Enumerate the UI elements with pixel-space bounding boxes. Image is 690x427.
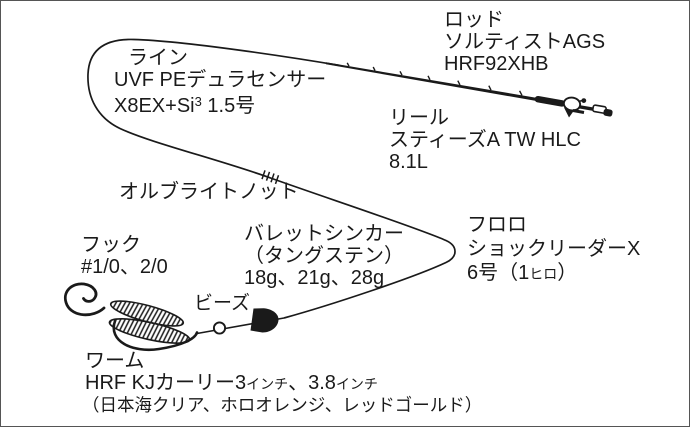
sinker-weights: 18g、21g、28g: [244, 267, 385, 289]
reel-drawing: [562, 96, 587, 118]
hook-label: フック #1/0、2/0: [81, 234, 168, 278]
fishing-line-path: [87, 38, 456, 319]
line-spec: X8EX+Si3 1.5号: [114, 94, 256, 117]
hook-worm-drawing: [64, 282, 199, 352]
reel-model: スティーズA TW HLC: [389, 129, 581, 151]
hook-bend: [112, 319, 199, 352]
superscript-3: 3: [194, 94, 202, 109]
worm-curl-tail: [64, 282, 106, 317]
leader-product: ショックリーダーX: [467, 238, 641, 260]
terminal-tackle-drawing: [196, 308, 285, 335]
line-title: ライン: [128, 47, 188, 69]
albright-knot-marks: [261, 170, 280, 185]
rod-model-line2: HRF92XHB: [444, 53, 549, 75]
reel-handle-knob: [581, 98, 587, 103]
sinker-label: バレットシンカー （タングステン） 18g、21g、28g: [244, 223, 404, 289]
bead-title: ビーズ: [194, 293, 251, 314]
sinker-material: （タングステン）: [244, 245, 404, 267]
knot-title: オルブライトノット: [119, 181, 299, 203]
bead-shape: [212, 321, 227, 335]
rod-model-line1: ソルティストAGS: [444, 31, 606, 53]
bullet-sinker-shape: [250, 308, 279, 333]
worm-body-lower: [108, 318, 191, 344]
reel-gear-ratio: 8.1L: [389, 151, 428, 173]
rod-label: ロッド ソルティストAGS HRF92XHB: [444, 9, 605, 75]
reel-title: リール: [389, 107, 449, 129]
rod-guides: [346, 62, 523, 96]
leader-spec: 6号（1ヒロ）: [467, 262, 578, 284]
worm-title: ワーム: [85, 350, 145, 372]
bead-label: ビーズ: [194, 293, 250, 315]
leader-label: フロロ ショックリーダーX 6号（1ヒロ）: [467, 213, 640, 285]
rod-drawing: [326, 62, 613, 117]
worm-colors: （日本海クリア、ホロオレンジ、レッドゴールド）: [82, 395, 483, 415]
worm-label: ワーム HRF KJカーリー3インチ、3.8インチ （日本海クリア、ホロオレンジ…: [82, 350, 483, 416]
line-product: UVF PEデュラセンサー: [114, 69, 327, 91]
hook-title: フック: [81, 234, 141, 256]
hook-sizes: #1/0、2/0: [81, 256, 168, 278]
rod-title: ロッド: [444, 9, 504, 31]
sinker-title: バレットシンカー: [244, 223, 404, 245]
knot-label: オルブライトノット: [119, 181, 299, 203]
worm-product: HRF KJカーリー3インチ、3.8インチ: [85, 372, 378, 394]
reel-label: リール スティーズA TW HLC 8.1L: [389, 107, 581, 173]
line-label: ライン UVF PEデュラセンサー X8EX+Si3 1.5号: [114, 47, 327, 117]
leader-title: フロロ: [467, 214, 527, 236]
